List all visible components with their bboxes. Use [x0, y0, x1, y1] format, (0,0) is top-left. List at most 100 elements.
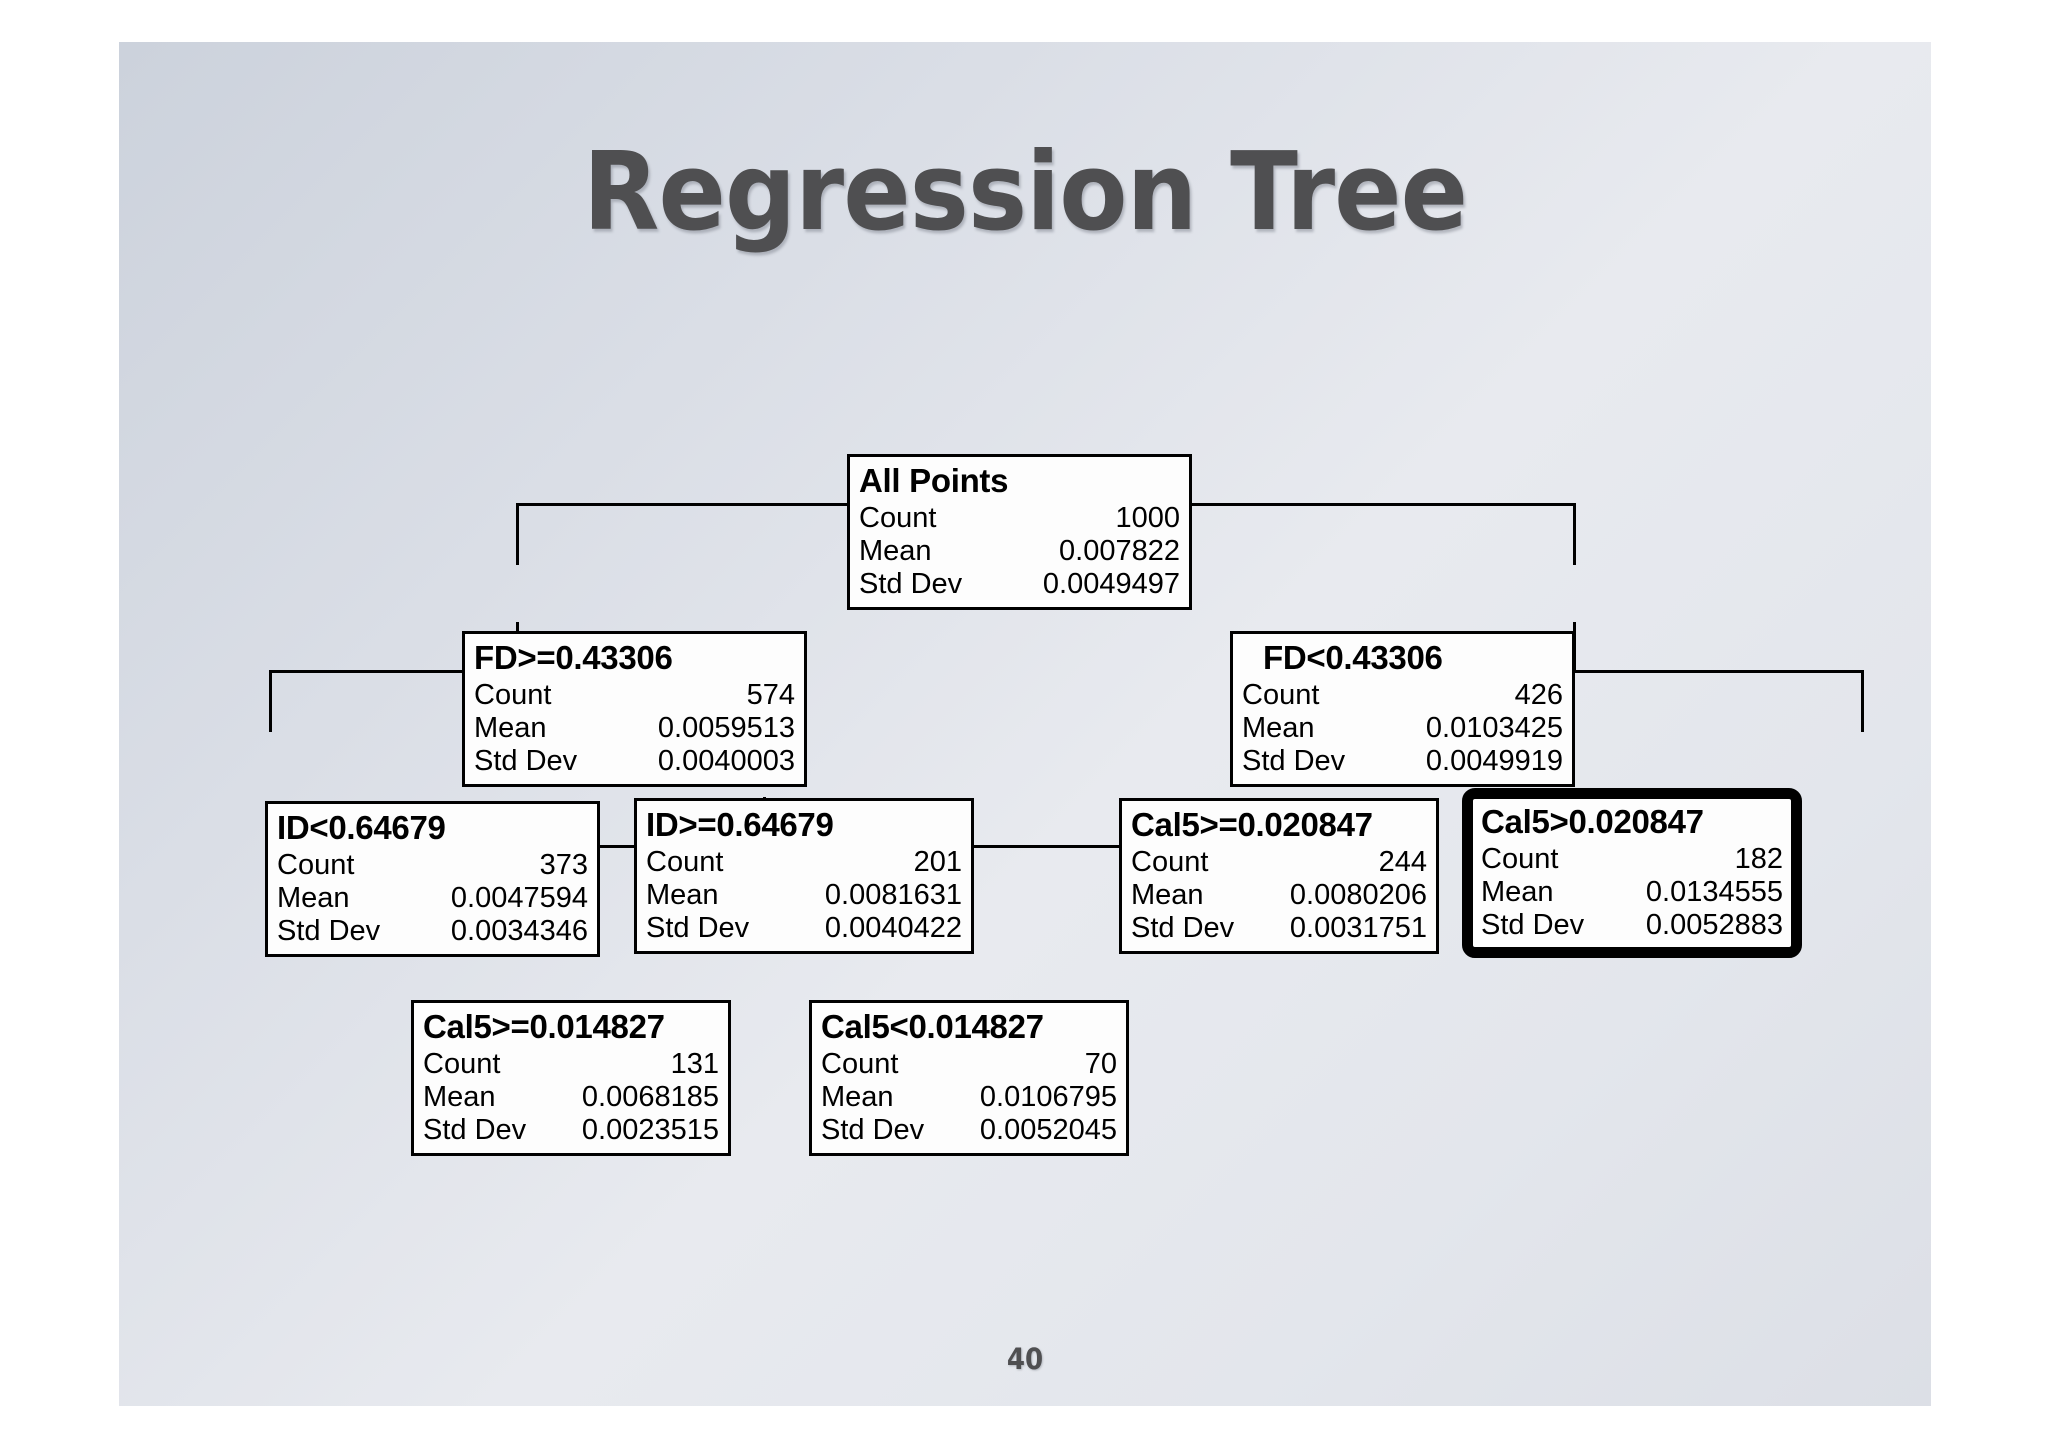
node-title: Cal5>=0.014827 — [423, 1008, 665, 1045]
tree-node-id-lt[interactable]: ID<0.64679 Count 373 Mean 0.0047594 Std … — [265, 801, 600, 957]
stat-label-mean: Mean — [1481, 876, 1554, 908]
page-title: Regression Tree — [582, 130, 1468, 255]
stat-label-count: Count — [1242, 679, 1320, 711]
stat-mean: Mean 0.0103425 — [1242, 712, 1563, 745]
stat-mean: Mean 0.0106795 — [821, 1081, 1117, 1114]
stat-mean: Mean 0.0080206 — [1131, 879, 1427, 912]
stat-count: Count 574 — [474, 679, 795, 712]
stat-label-count: Count — [646, 846, 724, 878]
node-title: All Points — [859, 462, 1009, 499]
tree-node-cal5-lt-014827[interactable]: Cal5<0.014827 Count 70 Mean 0.0106795 St… — [809, 1000, 1129, 1156]
stat-label-mean: Mean — [821, 1081, 894, 1113]
stat-count: Count 426 — [1242, 679, 1563, 712]
stat-mean: Mean 0.007822 — [859, 535, 1180, 568]
stat-std-dev: Std Dev 0.0031751 — [1131, 912, 1427, 945]
slide-canvas: Regression Tree All Points Count 1000 — [119, 42, 1931, 1406]
stat-label-mean: Mean — [1131, 879, 1204, 911]
stat-std-dev: Std Dev 0.0052883 — [1481, 909, 1783, 942]
tree-node-cal5-ge-014827[interactable]: Cal5>=0.014827 Count 131 Mean 0.0068185 … — [411, 1000, 731, 1156]
node-title: ID<0.64679 — [277, 809, 446, 846]
node-stats: Count 426 Mean 0.0103425 Std Dev 0.00499… — [1242, 679, 1563, 778]
connector-to-id-lt — [269, 670, 272, 732]
stat-mean: Mean 0.0134555 — [1481, 876, 1783, 909]
stat-value-count: 426 — [1514, 679, 1563, 711]
stat-value-mean: 0.0059513 — [657, 712, 795, 744]
node-stats: Count 373 Mean 0.0047594 Std Dev 0.00343… — [277, 849, 588, 948]
stat-value-count: 182 — [1734, 843, 1783, 875]
stat-count: Count 373 — [277, 849, 588, 882]
node-title: Cal5>0.020847 — [1481, 803, 1704, 840]
stat-value-count: 574 — [746, 679, 795, 711]
node-stats: Count 201 Mean 0.0081631 Std Dev 0.00404… — [646, 846, 962, 945]
stat-count: Count 244 — [1131, 846, 1427, 879]
stat-value-std-dev: 0.0052883 — [1645, 909, 1783, 941]
stat-mean: Mean 0.0068185 — [423, 1081, 719, 1114]
stat-label-mean: Mean — [474, 712, 547, 744]
stat-value-count: 373 — [539, 849, 588, 881]
stat-std-dev: Std Dev 0.0049919 — [1242, 745, 1563, 778]
node-title: FD<0.43306 — [1263, 639, 1443, 676]
stat-value-std-dev: 0.0040422 — [824, 912, 962, 944]
stat-value-mean: 0.0047594 — [450, 882, 588, 914]
stat-value-count: 244 — [1378, 846, 1427, 878]
tree-node-id-ge[interactable]: ID>=0.64679 Count 201 Mean 0.0081631 Std… — [634, 798, 974, 954]
stat-std-dev: Std Dev 0.0049497 — [859, 568, 1180, 601]
stat-label-mean: Mean — [859, 535, 932, 567]
tree-node-cal5-gt-020847-highlighted[interactable]: Cal5>0.020847 Count 182 Mean 0.0134555 S… — [1462, 788, 1802, 958]
node-stats: Count 182 Mean 0.0134555 Std Dev 0.00528… — [1481, 843, 1783, 942]
stat-label-std-dev: Std Dev — [277, 915, 381, 947]
stat-label-std-dev: Std Dev — [423, 1114, 527, 1146]
stat-std-dev: Std Dev 0.0040003 — [474, 745, 795, 778]
stat-value-mean: 0.0081631 — [824, 879, 962, 911]
regression-tree-diagram: All Points Count 1000 Mean 0.007822 Std … — [119, 42, 1931, 1406]
stat-mean: Mean 0.0047594 — [277, 882, 588, 915]
node-stats: Count 574 Mean 0.0059513 Std Dev 0.00400… — [474, 679, 795, 778]
tree-node-root[interactable]: All Points Count 1000 Mean 0.007822 Std … — [847, 454, 1192, 610]
stat-count: Count 70 — [821, 1048, 1117, 1081]
stat-label-std-dev: Std Dev — [821, 1114, 925, 1146]
stat-label-count: Count — [1131, 846, 1209, 878]
stat-value-std-dev: 0.0049497 — [1042, 568, 1180, 600]
stat-value-count: 131 — [670, 1048, 719, 1080]
stat-value-mean: 0.0068185 — [581, 1081, 719, 1113]
stat-value-std-dev: 0.0040003 — [657, 745, 795, 777]
stat-label-mean: Mean — [423, 1081, 496, 1113]
stat-value-std-dev: 0.0049919 — [1425, 745, 1563, 777]
stat-value-count: 1000 — [1115, 502, 1180, 534]
stat-label-std-dev: Std Dev — [474, 745, 578, 777]
stat-std-dev: Std Dev 0.0052045 — [821, 1114, 1117, 1147]
connector-to-fd-ge — [516, 503, 519, 565]
node-title: Cal5>=0.020847 — [1131, 806, 1373, 843]
stat-label-std-dev: Std Dev — [1481, 909, 1585, 941]
stat-value-std-dev: 0.0052045 — [979, 1114, 1117, 1146]
stat-mean: Mean 0.0059513 — [474, 712, 795, 745]
connector-to-cal5-gt-020847 — [1861, 670, 1864, 732]
node-title: Cal5<0.014827 — [821, 1008, 1044, 1045]
node-title: ID>=0.64679 — [646, 806, 834, 843]
stat-value-mean: 0.0106795 — [979, 1081, 1117, 1113]
stat-count: Count 131 — [423, 1048, 719, 1081]
stat-value-count: 201 — [913, 846, 962, 878]
tree-node-fd-lt[interactable]: FD<0.43306 Count 426 Mean 0.0103425 Std … — [1230, 631, 1575, 787]
stat-mean: Mean 0.0081631 — [646, 879, 962, 912]
stat-label-mean: Mean — [1242, 712, 1315, 744]
node-title: FD>=0.43306 — [474, 639, 673, 676]
stat-label-mean: Mean — [277, 882, 350, 914]
stat-value-std-dev: 0.0031751 — [1289, 912, 1427, 944]
stat-value-std-dev: 0.0023515 — [581, 1114, 719, 1146]
stat-label-count: Count — [277, 849, 355, 881]
tree-node-cal5-ge-020847[interactable]: Cal5>=0.020847 Count 244 Mean 0.0080206 … — [1119, 798, 1439, 954]
page-number: 40 — [1006, 1342, 1044, 1376]
stat-label-std-dev: Std Dev — [646, 912, 750, 944]
stat-value-mean: 0.0103425 — [1425, 712, 1563, 744]
stat-count: Count 182 — [1481, 843, 1783, 876]
stat-value-count: 70 — [1084, 1048, 1117, 1080]
stat-label-mean: Mean — [646, 879, 719, 911]
node-stats: Count 131 Mean 0.0068185 Std Dev 0.00235… — [423, 1048, 719, 1147]
stat-std-dev: Std Dev 0.0040422 — [646, 912, 962, 945]
stat-label-count: Count — [821, 1048, 899, 1080]
tree-node-fd-ge[interactable]: FD>=0.43306 Count 574 Mean 0.0059513 Std… — [462, 631, 807, 787]
stat-count: Count 1000 — [859, 502, 1180, 535]
stat-label-count: Count — [423, 1048, 501, 1080]
connector-to-fd-lt — [1573, 503, 1576, 565]
